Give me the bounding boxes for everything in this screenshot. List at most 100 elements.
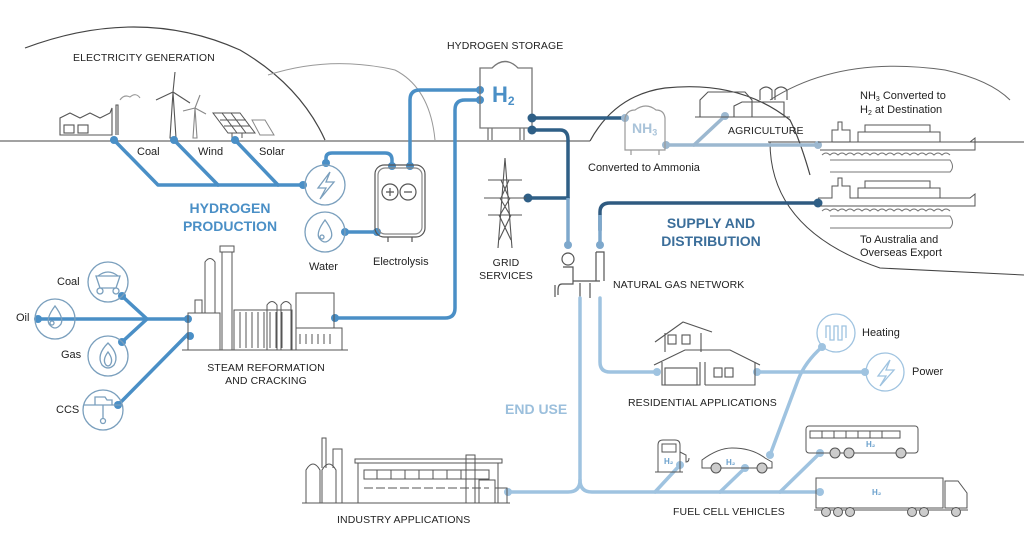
ammonia-tank-icon (624, 105, 666, 155)
coal-fossil-label: Coal (57, 276, 80, 288)
steam-reformation-line1: STEAM REFORMATION (207, 362, 325, 374)
electrolysis-label: Electrolysis (373, 256, 429, 268)
oil-label: Oil (16, 312, 30, 324)
truck-h2-label: H₂ (872, 488, 882, 497)
electricity-dome (24, 26, 326, 141)
bus-h2-label: H₂ (866, 440, 876, 449)
production-pipes (36, 88, 482, 407)
heating-label: Heating (862, 327, 900, 339)
fuel-cell-bus-icon (805, 425, 919, 459)
wind-turbine-icon (155, 71, 207, 139)
gas-network-joints (564, 241, 604, 249)
power-icon (865, 352, 905, 392)
ccs-storage-icon (82, 389, 124, 431)
background-domes (0, 26, 1024, 276)
ccs-pipe (116, 332, 190, 407)
steam-reformation-line2: AND CRACKING (225, 374, 307, 387)
end-use-heading: END USE (505, 401, 568, 417)
hydrogen-production-heading: HYDROGEN PRODUCTION (178, 200, 282, 235)
export-dome (769, 65, 1011, 101)
solar-panel-icon (212, 112, 275, 138)
solar-pipe (233, 138, 280, 187)
supply-and-distribution-heading: SUPPLY AND DISTRIBUTION (655, 215, 767, 250)
nh3-tank-symbol-nh: NH (632, 120, 653, 136)
grid-services-label: GRID SERVICES (478, 257, 534, 282)
power-label: Power (912, 366, 944, 378)
hydrogen-station-icon (655, 439, 690, 473)
gas-network-pipe-gradient (566, 198, 602, 245)
fuel-cell-truck-icon (814, 477, 968, 517)
wind-pipe (172, 138, 220, 187)
hydrogen-production-heading-line2: PRODUCTION (182, 217, 278, 234)
grid-services-line1: GRID (492, 257, 520, 269)
fuel-cell-car-icon (701, 447, 773, 474)
electricity-generation-label: ELECTRICITY GENERATION (73, 52, 215, 64)
reformation-to-storage-pipe (333, 98, 482, 320)
nh3-converted-line1-b: Converted to (879, 90, 946, 102)
supply-heading-line2: DISTRIBUTION (661, 232, 761, 249)
car-h2-label: H₂ (726, 458, 736, 467)
storage-dome (267, 63, 436, 141)
ammonia-to-agriculture-pipe (692, 114, 727, 147)
nh3-tank-symbol: NH3 (632, 120, 657, 137)
nh3-converted-line1: NH3 Converted to (860, 90, 946, 104)
export-label-line2: Overseas Export (860, 247, 942, 260)
station-h2-label: H₂ (664, 457, 674, 466)
cargo-ship-bottom-icon (818, 177, 976, 229)
h2-tank-symbol-h: H (492, 82, 508, 107)
coal-cart-icon (87, 261, 129, 303)
electricity-icon (304, 164, 346, 206)
industry-plant-icon (302, 437, 510, 504)
coal-generation-label: Coal (137, 146, 160, 158)
bus-pipe (778, 451, 822, 494)
oil-drop-icon (34, 298, 76, 340)
export-dome-base (769, 141, 1024, 276)
industry-applications-label: INDUSTRY APPLICATIONS (337, 514, 471, 526)
storage-pipes (526, 116, 820, 232)
heating-to-car-pipe (768, 345, 824, 457)
h2-tank-symbol-sub: 2 (507, 94, 515, 108)
ammonia-pipe-joints (621, 112, 822, 149)
water-label: Water (309, 261, 338, 273)
gas-label: Gas (61, 349, 82, 361)
export-label-line1: To Australia and (860, 234, 939, 246)
gas-to-residential-pipe (598, 296, 659, 374)
end-use-pipe-joints (504, 343, 869, 496)
ammonia-pipes (664, 114, 820, 147)
storage-pipe-joints (523, 113, 823, 208)
coal-pipe (112, 138, 305, 187)
gas-to-vehicles-pipe (578, 478, 822, 494)
wind-label: Wind (198, 146, 224, 158)
residential-applications-label: RESIDENTIAL APPLICATIONS (628, 397, 777, 409)
h2-tank-symbol: H2 (492, 82, 515, 108)
solar-label: Solar (259, 146, 285, 158)
hydrogen-production-heading-line1: HYDROGEN (189, 200, 271, 216)
storage-to-gas-network-pipe (530, 128, 570, 200)
electricity-to-electrolysis-pipe (324, 151, 394, 167)
supply-export-pipe (598, 201, 820, 232)
hydrogen-storage-label: HYDROGEN STORAGE (447, 40, 564, 52)
nh3-converted-label: NH3 Converted to H2 at Destination (860, 90, 946, 118)
car-pipe (718, 466, 747, 494)
nh3-converted-line2-a: H (860, 104, 868, 117)
coal-power-plant-icon (59, 94, 141, 136)
ammonia-dome (589, 86, 811, 176)
fuel-cell-vehicles-label: FUEL CELL VEHICLES (673, 506, 785, 518)
water-drop-icon (304, 211, 346, 253)
steam-reformation-plant-icon (182, 245, 348, 351)
nh3-tank-symbol-sub: 3 (652, 127, 658, 138)
grid-services-line2: SERVICES (479, 269, 533, 282)
agriculture-label: AGRICULTURE (728, 125, 804, 137)
station-pipe (653, 463, 682, 494)
steam-reformation-label: STEAM REFORMATION AND CRACKING (200, 362, 332, 387)
nh3-converted-line2-b: at Destination (871, 104, 943, 117)
end-use-pipes (506, 296, 867, 494)
cargo-ship-top-icon (818, 121, 976, 173)
supply-heading-line1: SUPPLY AND (666, 215, 756, 231)
nh3-converted-line2-sub: 2 (867, 109, 872, 117)
nh3-converted-line2: H2 at Destination (860, 104, 946, 118)
hydrogen-storage-tank-icon (479, 60, 533, 140)
electrolysis-unit-icon (374, 164, 426, 242)
gas-to-industry-pipe (506, 296, 582, 494)
nh3-converted-line1-sub: 3 (875, 95, 880, 103)
